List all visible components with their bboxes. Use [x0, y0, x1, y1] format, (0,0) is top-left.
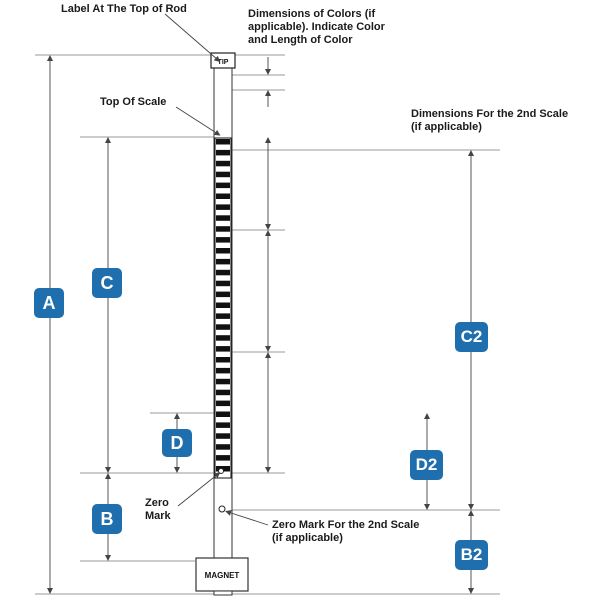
scale-tick [216, 400, 230, 407]
badge-c: C [92, 268, 122, 298]
scale-tick [216, 389, 230, 396]
label-dimensions-of-colors: Dimensions of Colors (if applicable). In… [248, 8, 385, 46]
leader-top-scale [175, 106, 221, 136]
scale-tick [216, 139, 230, 145]
scale-tick [216, 324, 230, 330]
scale-tick [216, 204, 230, 210]
scale-tick [216, 466, 230, 472]
scale-tick [216, 269, 230, 276]
badge-d2: D2 [410, 450, 443, 480]
scale-tick [216, 411, 230, 417]
magnet-bottom-cap [213, 590, 233, 596]
scale-tick [216, 422, 230, 428]
scale-tick [216, 444, 230, 450]
label-zero-mark-second-scale: Zero Mark For the 2nd Scale (if applicab… [272, 519, 420, 544]
magnet-label: MAGNET [205, 571, 240, 580]
badge-b: B [92, 504, 122, 534]
scale-tick [216, 193, 230, 199]
scale-tick [216, 171, 230, 178]
scale-tick [216, 248, 230, 254]
scale-tick [216, 160, 230, 167]
scale-tick [216, 291, 230, 298]
rod-tip-label: TIP [218, 59, 229, 66]
zero-mark-second-circle [218, 505, 226, 513]
badge-a: A [34, 288, 64, 318]
scale-tick [216, 346, 230, 352]
scale-tick [216, 302, 230, 308]
zero-mark-circle [218, 468, 224, 474]
leader-zero-mark-second [225, 510, 269, 526]
magnet-block [195, 557, 249, 592]
scale-tick [216, 455, 230, 461]
scale-tick [216, 433, 230, 439]
label-top-of-scale: Top Of Scale [100, 96, 167, 108]
rod-scale [214, 137, 232, 479]
scale-tick [216, 258, 230, 265]
scale-tick [216, 357, 230, 363]
scale-tick [216, 313, 230, 319]
label-top-of-rod: Label At The Top of Rod [61, 3, 187, 15]
label-zero-mark: Zero Mark [145, 497, 171, 522]
badge-d: D [162, 429, 192, 457]
badge-c2: C2 [455, 322, 488, 352]
label-dimensions-second-scale: Dimensions For the 2nd Scale (if applica… [411, 108, 569, 133]
scale-tick [216, 335, 230, 341]
scale-tick [216, 149, 230, 156]
scale-tick [216, 237, 230, 243]
scale-tick [216, 215, 230, 221]
leader-label-top-rod [164, 13, 221, 62]
badge-b2: B2 [455, 540, 488, 570]
scale-tick [216, 367, 230, 374]
leader-zero-mark [177, 472, 221, 507]
scale-tick [216, 378, 230, 385]
scale-tick [216, 182, 230, 189]
scale-tick [216, 280, 230, 287]
scale-tick [216, 226, 230, 232]
